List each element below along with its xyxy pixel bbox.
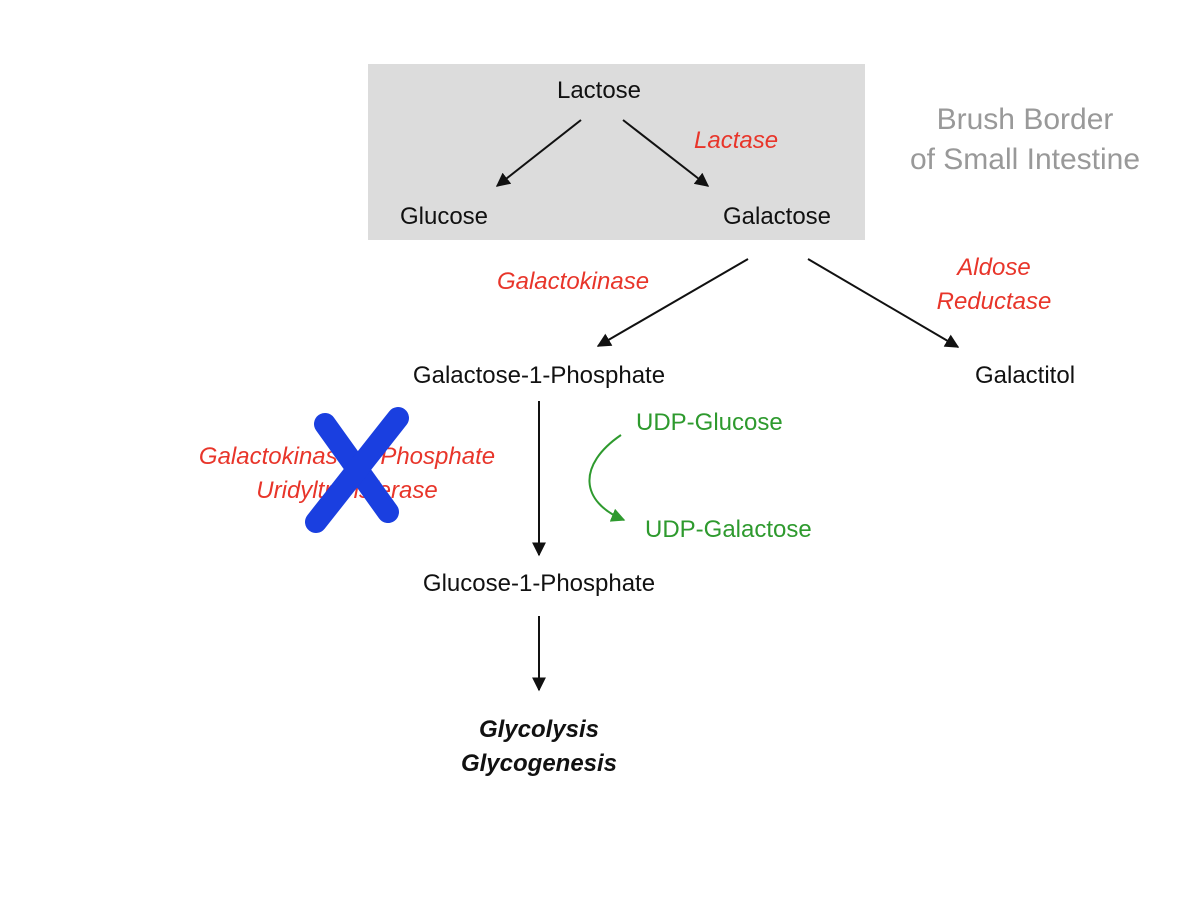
- aldose-reductase-line1: Aldose: [957, 254, 1031, 281]
- galactose-1-phosphate-label: Galactose-1-Phosphate: [412, 362, 666, 389]
- aldose-reductase-line2: Reductase: [936, 288, 1052, 315]
- lactase-label: Lactase: [694, 127, 779, 154]
- glucose-1-phosphate-label: Glucose-1-Phosphate: [422, 570, 656, 597]
- outcome-label: Glycolysis Glycogenesis: [461, 713, 617, 781]
- arrow-lactose-glucose: [495, 119, 582, 187]
- udp-galactose-label: UDP-Galactose: [645, 516, 812, 543]
- brush-border-title: Brush Border of Small Intestine: [910, 100, 1140, 180]
- arrow-udp-glucose-galactose: [588, 434, 626, 522]
- brush-border-line2: of Small Intestine: [909, 143, 1141, 176]
- lactose-label: Lactose: [556, 77, 642, 104]
- galactokinase-label: Galactokinase: [496, 268, 650, 295]
- glycolysis-label: Glycolysis: [478, 716, 600, 743]
- arrow-galactose-galactitol: [807, 258, 960, 348]
- brush-border-box: [368, 64, 865, 240]
- glucose-label: Glucose: [399, 203, 489, 230]
- brush-border-line1: Brush Border: [936, 103, 1114, 136]
- galactose-label: Galactose: [722, 203, 832, 230]
- arrow-galactose-gal1p: [596, 258, 749, 347]
- udp-glucose-label: UDP-Glucose: [636, 409, 783, 436]
- arrow-lactose-galactose: [622, 119, 710, 187]
- galactitol-label: Galactitol: [974, 362, 1076, 389]
- aldose-reductase-label: Aldose Reductase: [937, 251, 1052, 319]
- glycogenesis-label: Glycogenesis: [460, 750, 618, 777]
